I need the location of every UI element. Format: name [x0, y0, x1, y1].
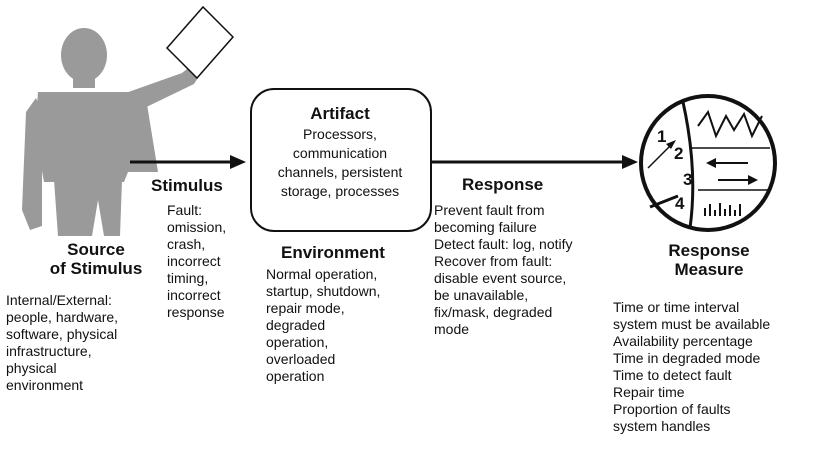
gauge-number-3: 3: [683, 170, 692, 189]
source-title: Source of Stimulus: [49, 240, 143, 278]
source-description: Internal/External: people, hardware, sof…: [6, 292, 119, 393]
gauge-number-4: 4: [675, 194, 685, 213]
gauge-number-2: 2: [674, 144, 683, 163]
gauge-number-1: 1: [657, 127, 666, 146]
response-description: Prevent fault from becoming failure Dete…: [434, 202, 573, 337]
response-title: Response: [462, 175, 544, 194]
response-measure-description: Time or time interval system must be ava…: [613, 299, 771, 434]
artifact-box: [250, 88, 432, 232]
stimulus-description: Fault: omission, crash, incorrect timing…: [167, 202, 227, 320]
person-icon: [22, 28, 204, 236]
paper-document-icon: [165, 5, 235, 80]
response-measure-title: Response Measure: [668, 241, 750, 279]
stimulus-arrow: [130, 155, 246, 169]
environment-title: Environment: [281, 243, 385, 262]
artifact-block: Artifact Processors, communication chann…: [252, 104, 428, 201]
artifact-title: Artifact: [310, 104, 370, 123]
artifact-description: Processors, communication channels, pers…: [277, 126, 403, 199]
response-arrow: [430, 155, 638, 169]
measurement-gauge-icon: 1 2 3 4: [639, 94, 777, 232]
stimulus-title: Stimulus: [151, 176, 223, 195]
environment-description: Normal operation, startup, shutdown, rep…: [266, 266, 381, 384]
